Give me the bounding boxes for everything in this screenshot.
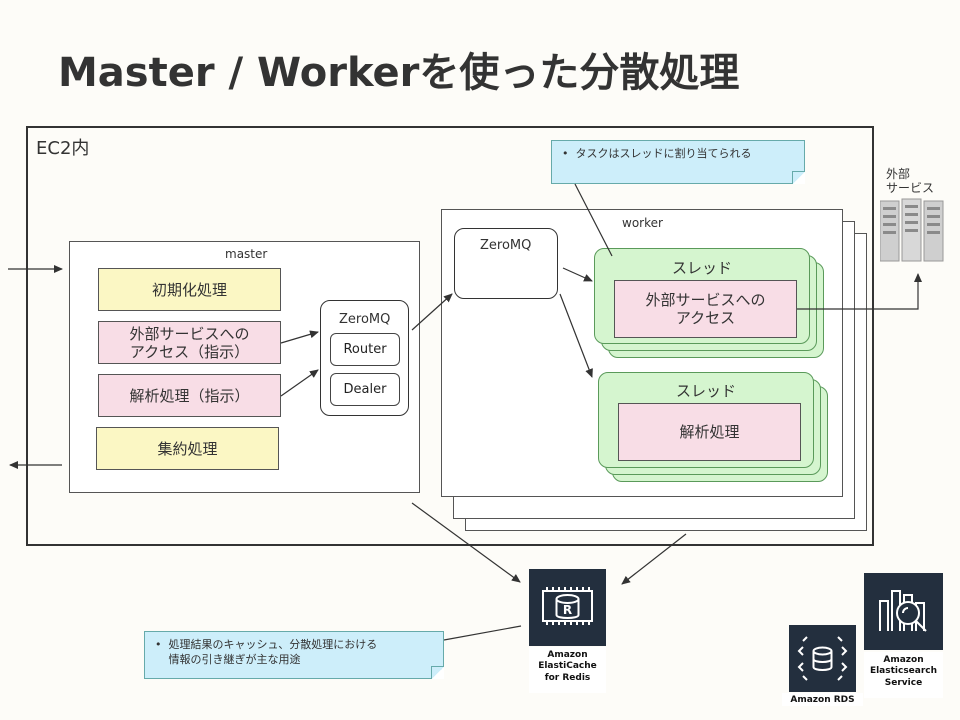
note-tasks-pointer: [574, 183, 613, 257]
worker-zeromq-box: [454, 228, 558, 299]
arrow-external-to-router: [280, 330, 319, 344]
arrow-thread-to-external: [797, 273, 922, 310]
external-access-instruct-block: 外部サービスへの アクセス（指示）: [98, 321, 281, 364]
dealer-box: Dealer: [330, 373, 400, 406]
aggregate-process-block: 集約処理: [96, 427, 279, 470]
note-cache-row: • 処理結果のキャッシュ、分散処理における 情報の引き継ぎが主な用途: [155, 638, 433, 668]
note-cache: • 処理結果のキャッシュ、分散処理における 情報の引き継ぎが主な用途: [144, 631, 444, 679]
note-fold: [792, 171, 805, 184]
elasticsearch-icon-tile: [864, 573, 943, 650]
note-fold: [431, 666, 444, 679]
arrow-master-to-cache: [411, 502, 521, 583]
analysis-instruct-block: 解析処理（指示）: [98, 374, 281, 417]
note-cache-text: 処理結果のキャッシュ、分散処理における 情報の引き継ぎが主な用途: [168, 638, 378, 666]
rds-icon-tile: [789, 625, 856, 692]
arrow-worker-to-cache: [621, 533, 687, 585]
rds-icon: [797, 636, 848, 681]
elasticache-caption: Amazon ElastiCache for Redis: [529, 647, 606, 693]
server-rack-icon: [880, 198, 944, 262]
master-label: master: [225, 247, 268, 261]
master-zeromq-label: ZeroMQ: [339, 312, 391, 327]
elasticsearch-caption: Amazon Elasticsearch Service: [864, 652, 943, 698]
note-tasks-text: タスクはスレッドに割り当てられる: [575, 147, 752, 160]
external-service-label: 外部 サービス: [886, 167, 935, 196]
arrow-zmq-to-thread2: [559, 293, 593, 378]
thread1-task-block: 外部サービスへの アクセス: [614, 280, 797, 338]
thread2-label: スレッド: [676, 382, 737, 400]
svg-text:R: R: [563, 603, 572, 617]
worker-label: worker: [622, 216, 663, 230]
rds-caption: Amazon RDS: [782, 693, 863, 707]
worker-zeromq-label: ZeroMQ: [480, 238, 532, 253]
thread1-label: スレッド: [672, 259, 733, 277]
note-cache-pointer: [443, 625, 522, 641]
ec2-label: EC2内: [36, 138, 90, 159]
arrow-zmq-to-thread1: [562, 267, 593, 282]
note-bullet: •: [155, 638, 169, 651]
arrow-analysis-to-dealer: [280, 369, 319, 397]
elasticsearch-icon: [879, 590, 927, 632]
arrow-master-zmq-to-worker-zmq: [411, 293, 453, 331]
thread2-task-block: 解析処理: [618, 403, 801, 461]
note-tasks: • タスクはスレッドに割り当てられる: [551, 140, 805, 184]
note-bullet: •: [562, 147, 576, 160]
elasticache-icon-tile: R: [529, 569, 606, 646]
init-process-block: 初期化処理: [98, 268, 281, 311]
router-box: Router: [330, 333, 400, 366]
page-title: Master / Workerを使った分散処理: [58, 50, 740, 96]
elasticache-redis-icon: R: [542, 587, 593, 625]
